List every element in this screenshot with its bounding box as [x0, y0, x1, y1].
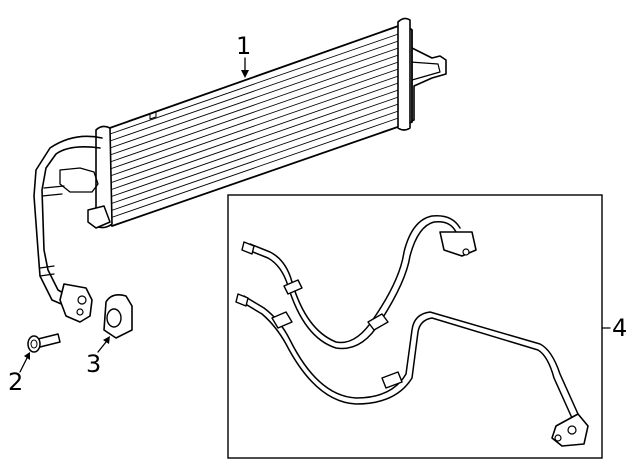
cooler-line-fitting [59, 283, 93, 323]
seal-part [103, 294, 133, 339]
callout-3-label: 3 [86, 350, 101, 378]
upper-cooler-line [241, 215, 477, 350]
callout-1-label: 1 [236, 32, 251, 60]
cooler-fins [109, 29, 411, 219]
cooler-right-tank [397, 17, 411, 131]
callout-2-label: 2 [8, 368, 23, 396]
cooler-pipes [33, 135, 103, 307]
callout-4-label: 4 [612, 314, 627, 342]
bolt-part [27, 333, 61, 353]
callout-4: 4 [601, 314, 627, 342]
callout-3: 3 [86, 336, 110, 378]
lines-kit-box [227, 194, 603, 459]
callout-2: 2 [8, 352, 30, 396]
lower-cooler-line [235, 293, 589, 447]
cooler-assembly [33, 17, 447, 323]
callout-1: 1 [236, 32, 251, 78]
